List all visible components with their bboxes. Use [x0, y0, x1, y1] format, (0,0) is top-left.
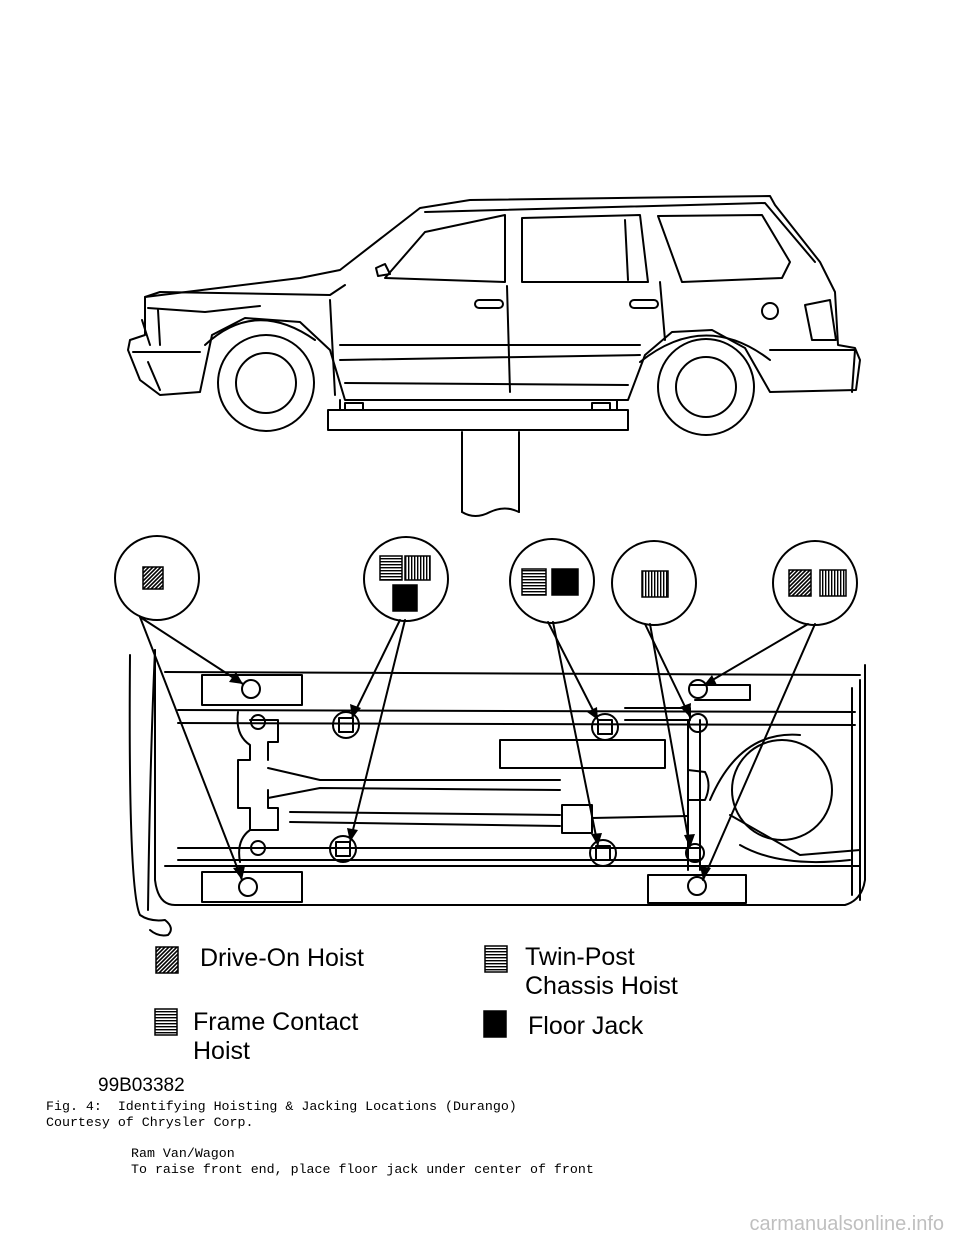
legend-drive-on-hoist: Drive-On Hoist: [200, 944, 364, 972]
figure-code: 99B03382: [98, 1075, 185, 1096]
hoisting-diagram: [114, 195, 866, 1038]
legend-twin-post-line1: Twin-Post: [525, 943, 635, 971]
drive-on-hoist-swatch: [155, 946, 179, 974]
floor-jack-swatch: [483, 1010, 507, 1038]
twin-post-swatch: [484, 945, 508, 973]
caption-line-3: Ram Van/Wagon: [131, 1146, 235, 1161]
rear-wheel: [657, 338, 755, 436]
callout-circles: [114, 535, 858, 626]
caption-line-4: To raise front end, place floor jack und…: [131, 1162, 594, 1177]
arrow-heads: [229, 672, 717, 880]
front-wheel: [217, 334, 315, 432]
legend-frame-contact-line2: Hoist: [193, 1037, 250, 1065]
legend-frame-contact-line1: Frame Contact: [193, 1008, 359, 1036]
vehicle-side-view: [127, 195, 861, 401]
frame-contact-swatch: [154, 1008, 178, 1036]
lift-platform: [327, 399, 629, 431]
watermark: carmanualsonline.info: [749, 1213, 944, 1235]
caption-line-1: Fig. 4: Identifying Hoisting & Jacking L…: [46, 1099, 517, 1114]
callout-leaders: [139, 616, 816, 881]
caption-line-2: Courtesy of Chrysler Corp.: [46, 1115, 254, 1130]
legend-swatches: [154, 945, 508, 1038]
callout-swatches: [142, 555, 847, 612]
lift-post: [461, 431, 520, 517]
legend-twin-post-line2: Chassis Hoist: [525, 972, 678, 1000]
hoist-points: [238, 679, 708, 897]
legend-floor-jack: Floor Jack: [528, 1012, 644, 1040]
